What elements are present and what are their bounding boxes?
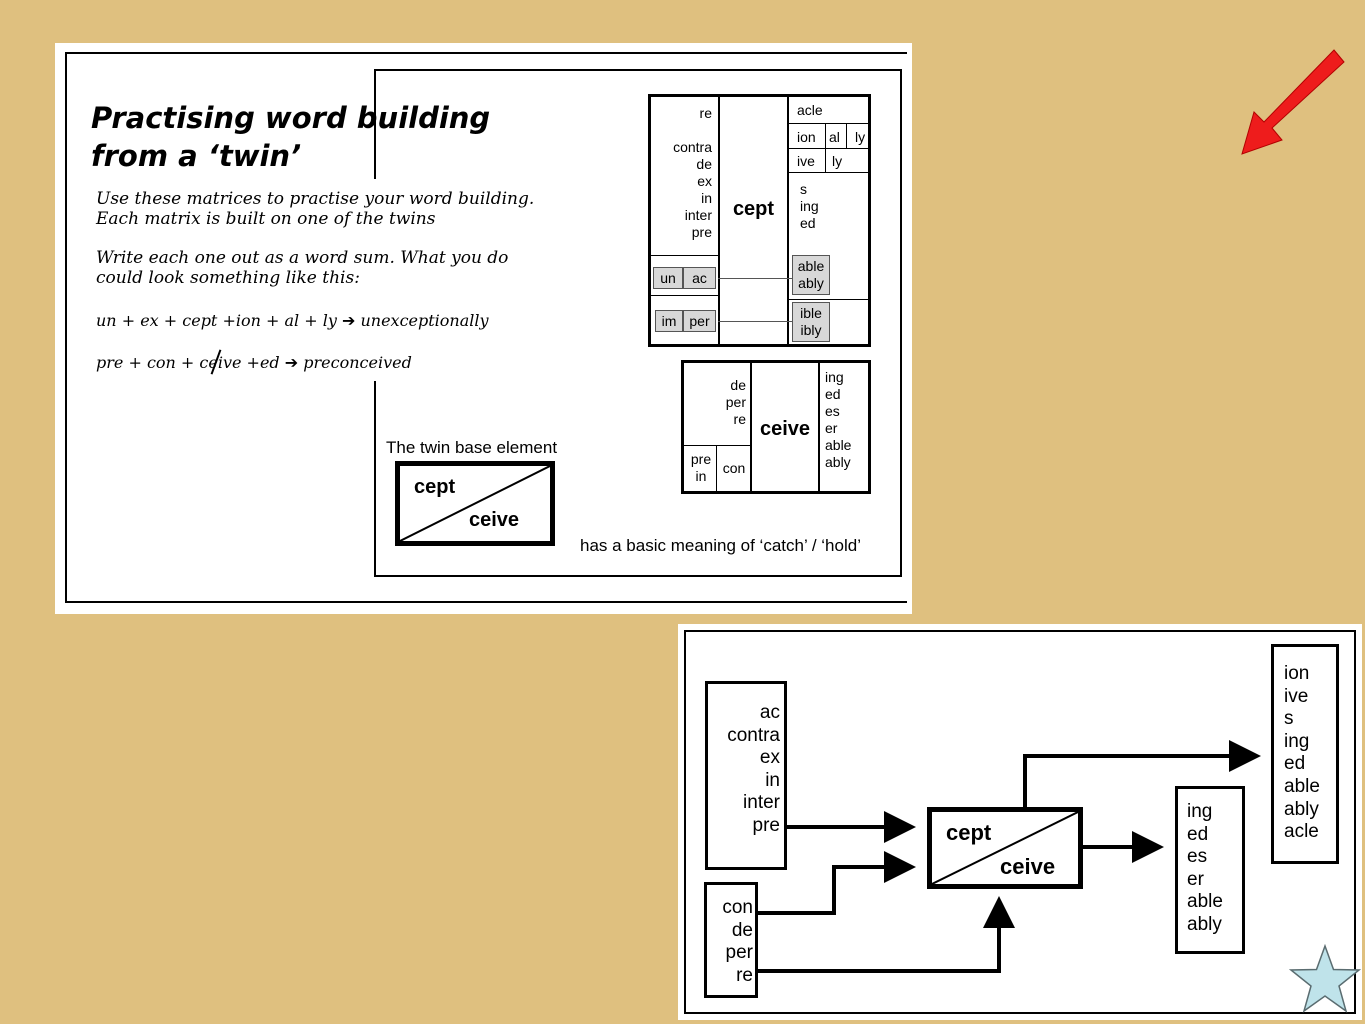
flow-suffixes-right: ion ive s ing ed able ably acle [1284,663,1320,843]
ceive-col-divider-1 [750,363,752,491]
example-2: pre + con + ceive +ed ➔ preconceived [96,353,412,372]
cell-text: able ably [797,258,825,291]
example-2-result: preconceived [303,353,412,372]
outer-frame [65,52,907,603]
twin-top-text: cept [414,476,456,498]
cell-text: un [660,270,676,286]
cept-right-divider-4 [788,299,868,300]
example-1-result: unexceptionally [360,311,489,330]
cept-prefixes: re contra de ex in inter pre [673,105,712,240]
instructions-2: Write each one out as a word sum. What y… [96,248,509,288]
instructions-1: Use these matrices to practise your word… [96,189,535,229]
cept-cell-un: un [653,267,683,289]
flow-prefix-box-b: con de per re [704,882,758,998]
twin-diagonal [400,466,550,541]
ceive-base: ceive [759,418,811,440]
cept-v1 [825,124,826,148]
connector-per-ible [718,321,794,322]
cept-ion: ion [797,129,816,145]
cept-right-divider-1 [788,123,868,124]
cell-text: per [689,313,710,329]
inner-frame-top [374,69,901,71]
flow-suffix-box-mid: ing ed es er able ably [1175,786,1245,954]
page-title: Practising word building from a ‘twin’ [91,99,511,175]
cept-al: al [829,129,840,145]
inner-frame-left-lower [374,381,376,577]
connector-ac-able [718,278,794,279]
cept-ive: ive [797,153,815,169]
twin-bottom-text: ceive [469,509,520,531]
cept-v3 [825,148,826,173]
worksheet-panel: Practising word building from a ‘twin’ U… [55,43,912,614]
example-1: un + ex + cept +ion + al + ly ➔ unexcept… [96,311,489,330]
ceive-con: con [722,460,746,476]
flow-suffix-box-right: ion ive s ing ed able ably acle [1271,644,1339,864]
inner-frame-left-upper [374,69,376,179]
red-arrow-icon [1241,49,1345,155]
flow-base-top: cept [946,820,992,845]
cept-cell-ible: ible ibly [792,302,830,342]
cell-text: im [661,313,677,329]
ceive-pre-in: pre in [690,451,712,484]
cept-cell-ac: ac [683,267,716,289]
example-2-sum: pre + con + ceive +ed [96,353,280,372]
title-line-1: Practising word building [91,101,491,135]
flow-base-bottom: ceive [1000,854,1056,879]
cept-left-col-divider [718,97,720,344]
cept-v2 [846,124,847,148]
flow-prefixes-a: ac contra ex in inter pre [727,702,780,836]
cept-acle: acle [797,102,823,118]
flow-base-box: cept ceive [927,807,1083,889]
flow-panel: ac contra ex in inter pre con de per re … [678,624,1362,1020]
ceive-small-divider [716,445,717,491]
cept-ly-2: ly [832,153,843,169]
cept-matrix: re contra de ex in inter pre cept un ac … [648,94,871,347]
twin-base-box: cept ceive [395,461,555,546]
arrow-icon: ➔ [284,353,299,372]
example-1-sum: un + ex + cept +ion + al + ly [96,311,337,330]
twin-label: The twin base element [386,438,558,457]
inner-frame-right [900,69,902,577]
flow-frame [684,630,1356,1014]
cept-ly-1: ly [855,129,866,145]
cept-right-col-divider [787,97,789,344]
ceive-matrix: de per re pre in con ceive ing ed es er … [681,360,871,494]
cept-cell-per: per [683,310,716,332]
cept-base: cept [732,198,775,220]
meaning-text: has a basic meaning of ‘catch’ / ‘hold’ [580,536,861,555]
star-icon[interactable] [1289,944,1361,1014]
flow-prefix-box-a: ac contra ex in inter pre [705,681,787,870]
flow-prefixes-b: con de per re [722,897,753,986]
cell-text: ible ibly [800,305,822,338]
inner-frame-bottom [374,575,902,577]
title-line-2: from a ‘twin’ [91,139,302,173]
cept-cell-able: able ably [792,255,830,295]
ceive-prefix-divider [684,445,751,446]
flow-connectors [756,740,1261,973]
cept-left-divider-2 [651,295,719,296]
ceive-prefixes: de per re [725,377,746,427]
ceive-suffixes: ing ed es er able ably [825,369,852,470]
cept-right-divider-2 [788,148,868,149]
cept-left-divider-1 [651,255,719,256]
arrow-icon: ➔ [341,311,356,330]
flow-suffixes-mid: ing ed es er able ably [1187,801,1223,935]
cept-cell-im: im [655,310,683,332]
flow-base-diagonal [932,812,1078,884]
cell-text: ac [692,270,707,286]
ceive-col-divider-2 [818,363,820,491]
cept-right-divider-3 [788,172,868,173]
cept-s-ing-ed: s ing ed [800,181,819,231]
